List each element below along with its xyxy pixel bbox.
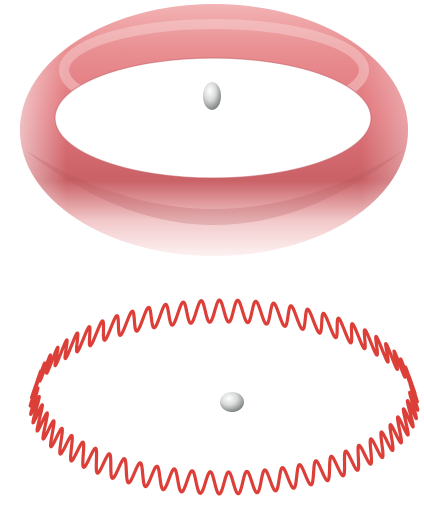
torus-nucleus <box>203 82 221 110</box>
ring-nucleus <box>220 392 244 412</box>
wavy-ring-panel <box>30 300 418 494</box>
torus-panel <box>20 4 408 256</box>
torus-ring <box>20 4 408 256</box>
